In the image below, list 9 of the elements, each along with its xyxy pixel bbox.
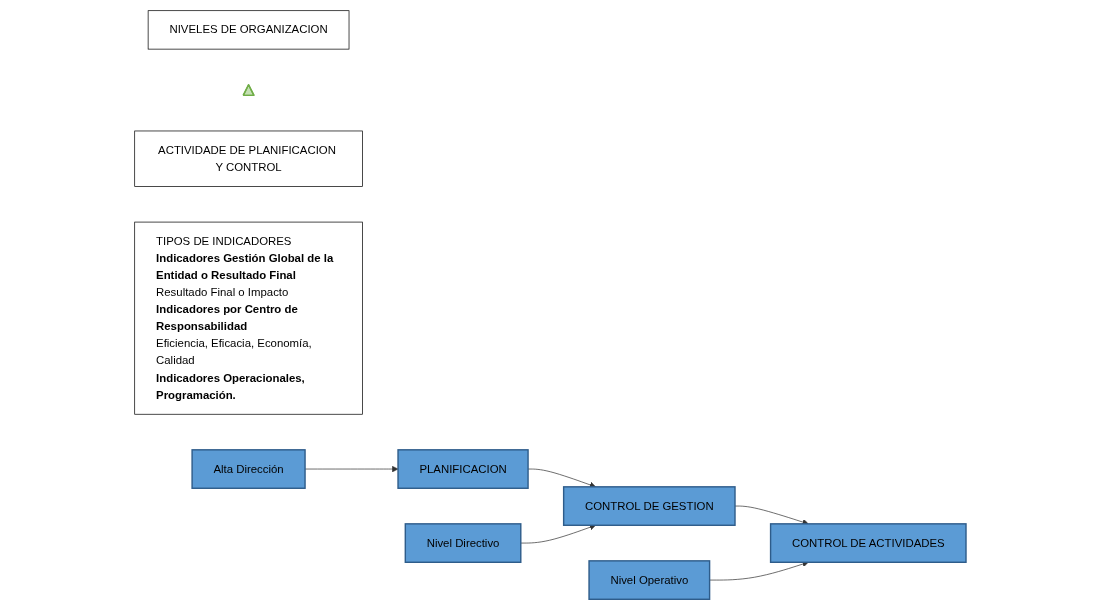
node-box: CONTROL DE ACTIVIDADES [769,523,967,563]
node-box: Nivel Directivo [404,523,522,563]
node-box: ACTIVIDADE DE PLANIFICACION Y CONTROL [134,130,363,187]
node-box: PLANIFICACION [396,449,529,489]
node-box: NIVELES DE ORGANIZACION [147,10,349,50]
node-box: TIPOS DE INDICADORES Indicadores Gestión Global de la Entidad o Resultado Final Resultado Final o Impacto Indicadores por Centro de Responsabilidad Eficiencia, Eficacia, Economía, Calidad Indicadores Operacionales, Programación. [134,221,363,415]
node-box: CONTROL DE GESTION [562,486,736,526]
node-box: Alta Dirección [191,449,306,489]
node-box: Nivel Operativo [588,560,710,600]
